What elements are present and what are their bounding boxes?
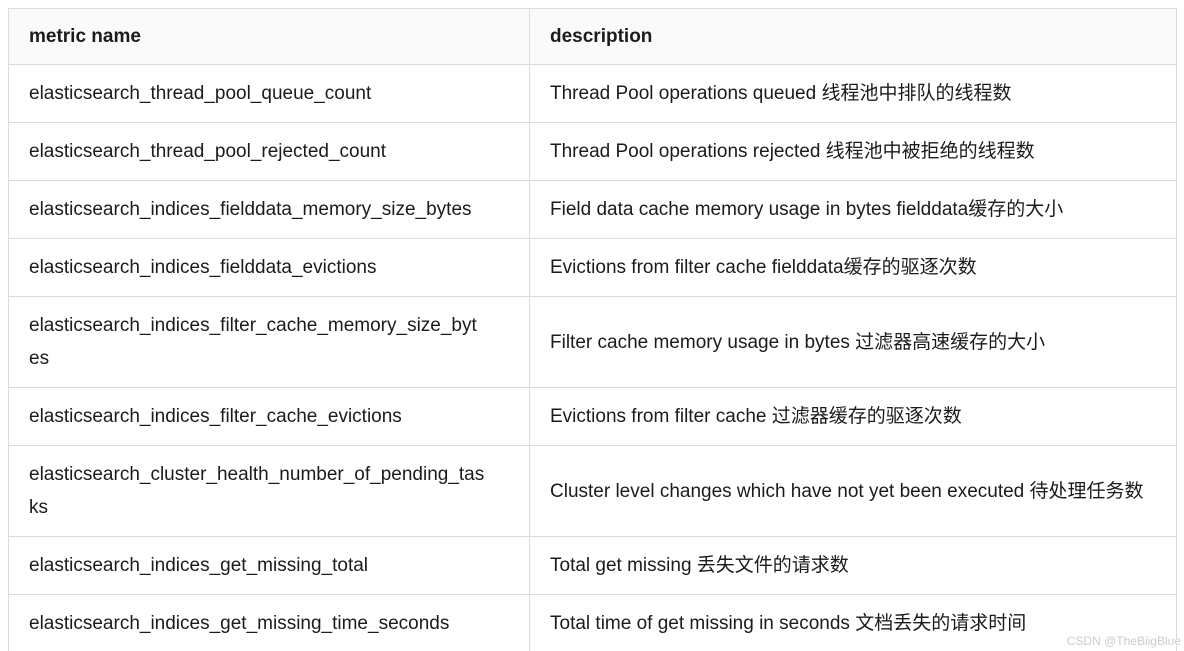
metric-cell: elasticsearch_indices_filter_cache_evict… [8, 387, 530, 446]
description-cell: Thread Pool operations queued 线程池中排队的线程数 [529, 64, 1177, 123]
table-row: elasticsearch_indices_filter_cache_memor… [8, 296, 1177, 388]
table-row: elasticsearch_thread_pool_queue_count Th… [8, 64, 1177, 123]
metric-cell: elasticsearch_indices_filter_cache_memor… [8, 296, 530, 388]
metric-cell: elasticsearch_indices_fielddata_eviction… [8, 238, 530, 297]
description-cell: Evictions from filter cache 过滤器缓存的驱逐次数 [529, 387, 1177, 446]
metric-cell: elasticsearch_thread_pool_queue_count [8, 64, 530, 123]
table-row: elasticsearch_indices_fielddata_eviction… [8, 238, 1177, 297]
description-cell: Thread Pool operations rejected 线程池中被拒绝的… [529, 122, 1177, 181]
description-cell: Total time of get missing in seconds 文档丢… [529, 594, 1177, 651]
table-row: elasticsearch_indices_filter_cache_evict… [8, 387, 1177, 446]
table-row: elasticsearch_indices_fielddata_memory_s… [8, 180, 1177, 239]
table-body: elasticsearch_thread_pool_queue_count Th… [8, 64, 1177, 651]
description-cell: Field data cache memory usage in bytes f… [529, 180, 1177, 239]
metrics-table-container: metric name description elasticsearch_th… [8, 8, 1177, 651]
description-cell: Filter cache memory usage in bytes 过滤器高速… [529, 296, 1177, 388]
table-row: elasticsearch_indices_get_missing_time_s… [8, 594, 1177, 651]
metric-cell: elasticsearch_thread_pool_rejected_count [8, 122, 530, 181]
column-header-metric-name: metric name [8, 8, 530, 65]
metrics-table: metric name description elasticsearch_th… [8, 8, 1177, 651]
metric-cell: elasticsearch_indices_get_missing_time_s… [8, 594, 530, 651]
metric-cell: elasticsearch_cluster_health_number_of_p… [8, 445, 530, 537]
table-row: elasticsearch_cluster_health_number_of_p… [8, 445, 1177, 537]
column-header-description: description [529, 8, 1177, 65]
metric-cell: elasticsearch_indices_fielddata_memory_s… [8, 180, 530, 239]
table-row: elasticsearch_thread_pool_rejected_count… [8, 122, 1177, 181]
table-row: elasticsearch_indices_get_missing_total … [8, 536, 1177, 595]
table-header-row: metric name description [8, 8, 1177, 65]
metric-cell: elasticsearch_indices_get_missing_total [8, 536, 530, 595]
description-cell: Cluster level changes which have not yet… [529, 445, 1177, 537]
description-cell: Evictions from filter cache fielddata缓存的… [529, 238, 1177, 297]
description-cell: Total get missing 丢失文件的请求数 [529, 536, 1177, 595]
